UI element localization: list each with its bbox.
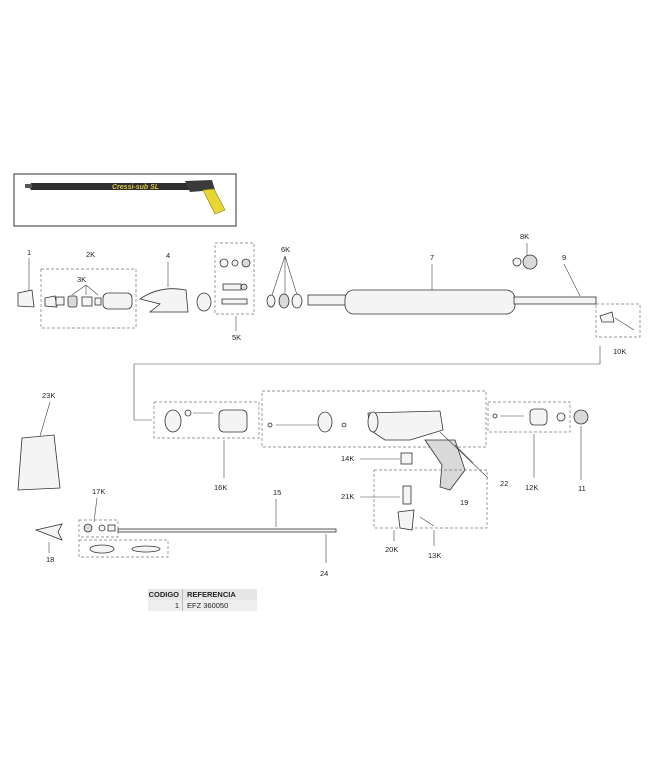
header-referencia: REFERENCIA	[182, 589, 257, 600]
part-15-shaft	[117, 528, 337, 533]
label-11: 11	[578, 484, 586, 493]
speargun-tip	[25, 184, 32, 188]
label-14k: 14K	[341, 454, 354, 463]
label-10k: 10K	[613, 347, 626, 356]
part-23k-bag	[17, 434, 61, 491]
row-reference: EFZ 360050	[182, 600, 257, 611]
label-24: 24	[320, 569, 328, 578]
label-20k: 20K	[385, 545, 398, 554]
group-12k	[487, 401, 571, 433]
label-7: 7	[430, 253, 434, 262]
product-photo: Cressi-sub SL	[13, 173, 237, 227]
label-22: 22	[500, 479, 508, 488]
label-9: 9	[562, 253, 566, 262]
label-19: 19	[460, 498, 468, 507]
part-16k-body	[218, 409, 248, 433]
label-4: 4	[166, 251, 170, 260]
part-1-tip	[17, 289, 35, 308]
speargun-barrel	[30, 183, 192, 190]
reference-table: CODIGO REFERENCIA 1 EFZ 360050	[148, 589, 257, 611]
label-2k: 2K	[86, 250, 95, 259]
part-18-spearhead	[34, 523, 63, 541]
group-17k	[78, 519, 119, 538]
label-15: 15	[273, 488, 281, 497]
part-7-barrel	[344, 289, 516, 315]
group-line	[78, 539, 169, 558]
part-2k-body	[102, 292, 133, 310]
part-9-tube	[513, 296, 597, 305]
part-handle-body	[367, 410, 444, 441]
label-5k: 5K	[232, 333, 241, 342]
row-code: 1	[174, 601, 179, 610]
label-23k: 23K	[42, 391, 55, 400]
speargun-mechanism	[185, 180, 215, 192]
label-8k: 8K	[520, 232, 529, 241]
label-16k: 16K	[214, 483, 227, 492]
label-13k: 13K	[428, 551, 441, 560]
group-2k	[40, 268, 137, 329]
part-4-muzzle	[139, 288, 189, 313]
mechanism-box	[261, 390, 487, 448]
group-10k	[595, 303, 641, 338]
reference-table-header: CODIGO REFERENCIA	[148, 589, 257, 600]
label-18: 18	[46, 555, 54, 564]
group-16k	[153, 401, 260, 439]
brand-logo: Cressi-sub SL	[112, 184, 159, 191]
group-13k	[373, 469, 488, 529]
label-6k: 6K	[281, 245, 290, 254]
label-17k: 17K	[92, 487, 105, 496]
part-20k-trigger	[397, 509, 415, 531]
part-grip	[424, 439, 466, 491]
part-11-nut	[573, 409, 589, 425]
label-1: 1	[27, 248, 31, 257]
header-codigo: CODIGO	[148, 590, 179, 599]
label-12k: 12K	[525, 483, 538, 492]
table-row: 1 EFZ 360050	[148, 600, 257, 611]
label-3k: 3K	[77, 275, 86, 284]
label-21k: 21K	[341, 492, 354, 501]
speargun-grip	[202, 188, 226, 215]
